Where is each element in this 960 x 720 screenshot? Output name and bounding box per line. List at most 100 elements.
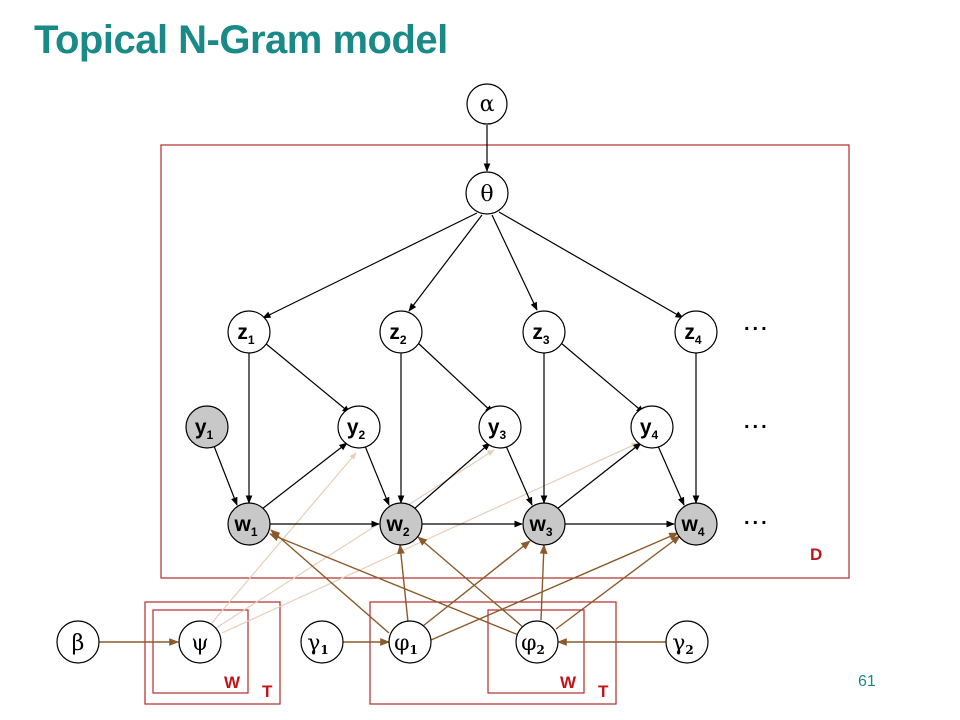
node-phi1-sub: 1 bbox=[410, 643, 418, 657]
edge-theta-z1 bbox=[262, 212, 478, 319]
edge-y3-w3 bbox=[505, 445, 533, 506]
node-psi: ψ bbox=[178, 620, 222, 664]
node-theta: θ bbox=[465, 171, 509, 215]
edge-phi1-w1 bbox=[270, 529, 390, 634]
node-w1-sub: 1 bbox=[251, 525, 258, 539]
node-alpha-label: α bbox=[480, 92, 495, 117]
svg-text:w3: w3 bbox=[528, 513, 552, 539]
node-z4: z4 bbox=[674, 310, 718, 354]
node-y4: y4 bbox=[630, 405, 674, 449]
node-z3-sub: 3 bbox=[543, 333, 550, 347]
edge-theta-z4 bbox=[498, 211, 684, 319]
plate-label-T-right: T bbox=[598, 682, 609, 701]
svg-text:y3: y3 bbox=[488, 416, 507, 442]
svg-text:z3: z3 bbox=[532, 321, 550, 347]
node-w2-base: w bbox=[385, 513, 403, 536]
node-z2: z2 bbox=[379, 310, 423, 354]
node-y3-sub: 3 bbox=[500, 428, 507, 442]
plate-T-left bbox=[144, 601, 281, 705]
svg-text:γ2: γ2 bbox=[672, 631, 694, 657]
node-z3: z3 bbox=[522, 310, 566, 354]
svg-text:w1: w1 bbox=[233, 513, 257, 539]
svg-text:y2: y2 bbox=[347, 416, 366, 442]
node-gamma2: γ2 bbox=[665, 620, 709, 664]
node-w2-sub: 2 bbox=[403, 525, 410, 539]
edge-z3-y4 bbox=[560, 342, 645, 414]
node-z1: z1 bbox=[227, 310, 271, 354]
edge-phi2-w2 bbox=[417, 536, 525, 629]
faint-edges bbox=[209, 442, 639, 634]
node-phi2: φ2 bbox=[515, 620, 559, 664]
node-gamma1-sub: 1 bbox=[320, 643, 328, 657]
edge-y4-w4 bbox=[657, 445, 685, 506]
node-beta-label: β bbox=[72, 631, 85, 656]
node-phi2-sub: 2 bbox=[537, 643, 545, 657]
svg-text:z1: z1 bbox=[237, 321, 255, 347]
node-w3-base: w bbox=[528, 513, 546, 536]
svg-text:φ1: φ1 bbox=[394, 631, 418, 657]
node-y3-base: y bbox=[488, 416, 500, 439]
node-theta-label: θ bbox=[480, 182, 493, 207]
node-gamma1-base: γ bbox=[307, 631, 320, 656]
node-z2-base: z bbox=[389, 321, 400, 344]
slide-title: Topical N-Gram model bbox=[34, 18, 448, 62]
node-beta: β bbox=[56, 620, 100, 664]
node-y4-sub: 4 bbox=[652, 428, 659, 442]
black-edges bbox=[213, 125, 700, 528]
node-w1: w1 bbox=[227, 502, 271, 546]
svg-text:y4: y4 bbox=[640, 416, 659, 442]
node-z4-sub: 4 bbox=[695, 333, 702, 347]
svg-text:γ1: γ1 bbox=[307, 631, 329, 657]
node-w4-sub: 4 bbox=[698, 525, 705, 539]
edge-w3-y4 bbox=[556, 442, 642, 510]
edge-phi1-w3 bbox=[422, 540, 531, 627]
node-z3-base: z bbox=[532, 321, 543, 344]
edge-theta-z3 bbox=[491, 214, 538, 311]
edge-w1-y2 bbox=[261, 442, 348, 510]
svg-text:z2: z2 bbox=[389, 321, 407, 347]
node-w3-sub: 3 bbox=[546, 525, 553, 539]
node-y1-sub: 1 bbox=[207, 428, 214, 442]
edge-phi1-w2 bbox=[397, 544, 409, 623]
ellipsis-z-row: ... bbox=[744, 313, 770, 335]
node-w3: w3 bbox=[522, 502, 566, 546]
ellipsis-y-row: ... bbox=[744, 411, 770, 433]
node-w4: w4 bbox=[674, 502, 718, 546]
plate-W-right bbox=[487, 609, 585, 694]
node-w4-base: w bbox=[680, 513, 698, 536]
node-w2: w2 bbox=[379, 502, 423, 546]
svg-text:w2: w2 bbox=[385, 513, 409, 539]
svg-text:φ2: φ2 bbox=[521, 631, 545, 657]
node-z2-sub: 2 bbox=[400, 333, 407, 347]
node-y2: y2 bbox=[337, 405, 381, 449]
plate-D bbox=[160, 144, 850, 579]
edge-phi2-w4 bbox=[555, 535, 681, 630]
edge-y2-w2 bbox=[364, 445, 390, 506]
node-gamma1: γ1 bbox=[300, 620, 344, 664]
edge-z2-y3 bbox=[417, 342, 494, 414]
node-z4-base: z bbox=[684, 321, 695, 344]
node-y2-sub: 2 bbox=[359, 428, 366, 442]
node-alpha: α bbox=[466, 83, 508, 125]
svg-text:z4: z4 bbox=[684, 321, 702, 347]
node-y4-base: y bbox=[640, 416, 652, 439]
brown-edges bbox=[99, 529, 681, 646]
edge-phi2-w3 bbox=[539, 544, 548, 621]
plate-label-W-left: W bbox=[224, 673, 241, 692]
node-phi1: φ1 bbox=[388, 620, 432, 664]
edge-z1-y2 bbox=[264, 342, 351, 414]
node-gamma2-sub: 2 bbox=[685, 643, 693, 657]
page-number: 61 bbox=[858, 673, 876, 690]
plate-label-T-left: T bbox=[262, 682, 273, 701]
edge-phi1-w4 bbox=[430, 532, 679, 641]
node-phi1-base: φ bbox=[394, 631, 409, 656]
node-phi2-base: φ bbox=[521, 631, 536, 656]
plate-label-W-right: W bbox=[560, 673, 577, 692]
node-y3: y3 bbox=[478, 405, 522, 449]
ellipsis-w-row: ... bbox=[744, 507, 770, 529]
edge-y1-w1 bbox=[213, 445, 238, 506]
node-gamma2-base: γ bbox=[672, 631, 685, 656]
edge-psi-y4 bbox=[221, 442, 639, 634]
node-w1-base: w bbox=[233, 513, 251, 536]
node-y1: y1 bbox=[185, 405, 229, 449]
